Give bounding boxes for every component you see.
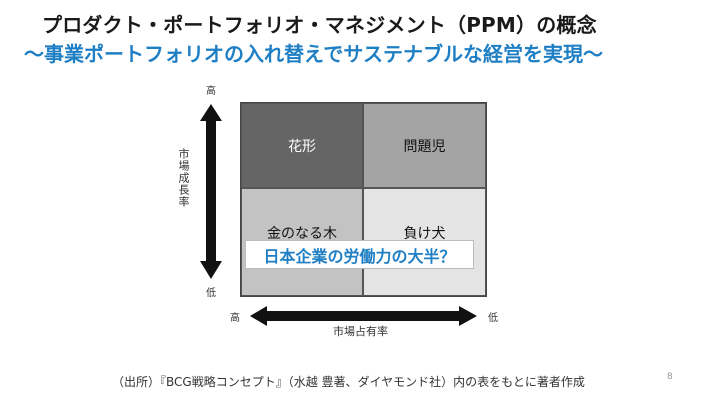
callout-box: 日本企業の労働力の大半？ xyxy=(245,240,474,269)
x-axis-label: 市場占有率 xyxy=(333,325,388,338)
vertical-double-arrow-icon xyxy=(200,104,222,279)
page-number: 8 xyxy=(667,372,673,382)
cell-star-label: 花形 xyxy=(288,138,316,155)
cell-dog-label: 負け犬 xyxy=(403,226,446,242)
x-axis-low-label: 低 xyxy=(488,313,498,324)
horizontal-double-arrow-icon xyxy=(250,306,477,326)
source-note: （出所）『BCG戦略コンセプト』（水越 豊著、ダイヤモンド社）内の表をもとに著者… xyxy=(112,375,585,389)
x-axis-high-label: 高 xyxy=(230,313,240,324)
y-axis-label: 市場成長率 xyxy=(177,148,190,208)
cell-question-mark-label: 問題児 xyxy=(403,138,446,155)
y-axis-high-label: 高 xyxy=(206,86,216,97)
cell-star: 花形 xyxy=(241,103,363,188)
slide-title: プロダクト・ポートフォリオ・マネジメント（PPM）の概念 xyxy=(42,13,597,37)
slide-subtitle: ～事業ポートフォリオの入れ替えでサステナブルな経営を実現～ xyxy=(24,42,603,66)
cell-cash-cow-label: 金のなる木 xyxy=(267,226,337,242)
y-axis-low-label: 低 xyxy=(206,288,216,299)
cell-question-mark: 問題児 xyxy=(363,103,486,188)
